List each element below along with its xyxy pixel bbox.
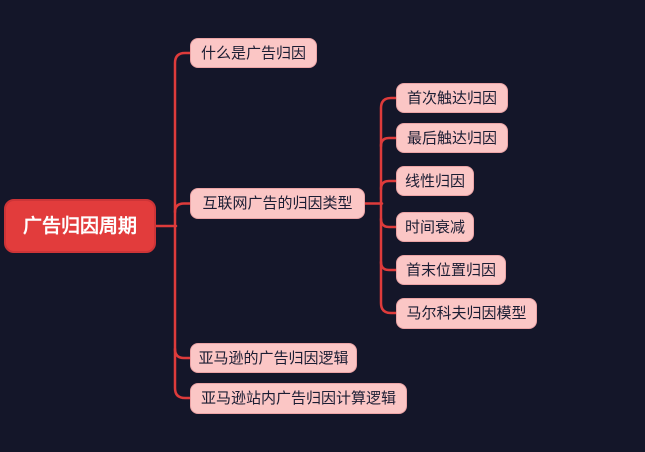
connector-trunk-level2: [379, 96, 399, 315]
topic-first-last-position-attribution[interactable]: 首末位置归因: [396, 255, 506, 285]
connector-branch-2: [173, 347, 193, 360]
connector-child-4: [379, 260, 399, 272]
topic-linear-attribution[interactable]: 线性归因: [396, 166, 474, 196]
connector-trunk-level1: [173, 51, 193, 400]
topic-last-touch-attribution[interactable]: 最后触达归因: [396, 123, 508, 153]
topic-time-decay[interactable]: 时间衰减: [396, 212, 474, 242]
topic-what-is-ad-attribution[interactable]: 什么是广告归因: [190, 38, 317, 68]
topic-first-touch-attribution[interactable]: 首次触达归因: [396, 83, 508, 113]
topic-markov-attribution-model[interactable]: 马尔科夫归因模型: [396, 298, 537, 329]
topic-root-ad-attribution-cycle[interactable]: 广告归因周期: [4, 199, 156, 253]
connector-branch-1: [173, 202, 193, 214]
connector-child-2: [379, 179, 399, 191]
connector-child-1: [379, 136, 399, 148]
topic-amazon-ad-attribution-logic[interactable]: 亚马逊的广告归因逻辑: [190, 343, 357, 373]
topic-amazon-onsite-attribution-calc-logic[interactable]: 亚马逊站内广告归因计算逻辑: [190, 383, 407, 414]
connector-child-3: [379, 217, 399, 229]
topic-internet-ad-attribution-types[interactable]: 互联网广告的归因类型: [190, 188, 365, 219]
